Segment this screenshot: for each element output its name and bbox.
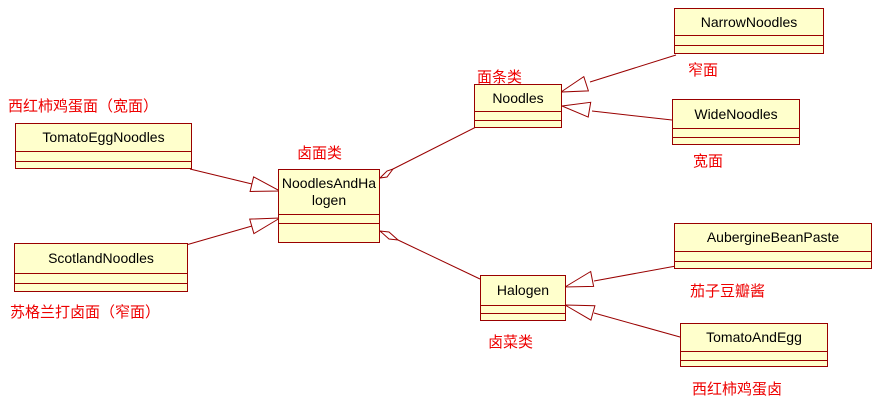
class-operations-compartment [15, 284, 187, 292]
class-tomato-egg-noodles[interactable]: TomatoEggNoodles [15, 123, 192, 169]
arrowhead-aubergine [563, 270, 595, 288]
class-name: TomatoAndEgg [681, 324, 827, 352]
class-name: Halogen [481, 276, 565, 306]
note-aubergine: 茄子豆瓣酱 [690, 282, 766, 300]
class-aubergine-bean-paste[interactable]: AubergineBeanPaste [674, 223, 872, 269]
class-noodles-and-halogen[interactable]: NoodlesAndHalogen [278, 169, 380, 243]
class-operations-compartment [279, 224, 379, 243]
class-name: NarrowNoodles [675, 9, 823, 36]
class-attributes-compartment [675, 252, 871, 262]
edge-aubergine-generalization [593, 265, 677, 282]
class-attributes-compartment [481, 306, 565, 314]
class-operations-compartment [16, 162, 191, 169]
class-operations-compartment [675, 262, 871, 269]
edge-halogen-aggregation [397, 239, 481, 280]
edge-noodles-aggregation [392, 126, 477, 170]
arrowhead-wide-noodles [560, 101, 592, 118]
class-wide-noodles[interactable]: WideNoodles [672, 99, 800, 145]
note-scotland: 苏格兰打卤面（窄面） [10, 303, 161, 321]
note-tomato-egg-noodles: 西红柿鸡蛋面（宽面） [8, 97, 159, 115]
class-scotland-noodles[interactable]: ScotlandNoodles [14, 243, 188, 292]
class-name: TomatoEggNoodles [16, 124, 191, 152]
aggregation-diamond-noodles [378, 168, 395, 179]
aggregation-diamond-halogen [378, 230, 400, 241]
class-tomato-and-egg[interactable]: TomatoAndEgg [680, 323, 828, 367]
note-noodles: 面条类 [477, 68, 523, 86]
arrowhead-tomatoandegg [564, 304, 596, 321]
arrowhead-narrow-noodles [559, 75, 590, 93]
class-attributes-compartment [16, 152, 191, 162]
arrowhead-scotland [249, 217, 281, 235]
note-narrow: 窄面 [688, 61, 719, 79]
edge-tomatoegg-generalization [189, 168, 253, 185]
class-name: AubergineBeanPaste [675, 224, 871, 252]
class-operations-compartment [675, 46, 823, 54]
class-name: ScotlandNoodles [15, 244, 187, 274]
class-name: WideNoodles [673, 100, 799, 129]
class-attributes-compartment [673, 129, 799, 138]
class-operations-compartment [475, 121, 561, 128]
note-tomato-and-egg: 西红柿鸡蛋卤 [692, 380, 783, 398]
class-operations-compartment [481, 314, 565, 321]
class-name: Noodles [475, 85, 561, 112]
class-noodles[interactable]: Noodles [474, 84, 562, 128]
edge-wide-noodles [591, 110, 673, 121]
class-attributes-compartment [675, 36, 823, 46]
edge-scotland-generalization [185, 225, 253, 246]
class-operations-compartment [681, 361, 827, 367]
class-attributes-compartment [475, 112, 561, 121]
class-name: NoodlesAndHalogen [279, 170, 379, 215]
edge-tomatoandegg-generalization [593, 312, 681, 338]
class-narrow-noodles[interactable]: NarrowNoodles [674, 8, 824, 54]
note-wide: 宽面 [693, 152, 724, 170]
class-attributes-compartment [279, 215, 379, 224]
class-attributes-compartment [15, 274, 187, 284]
class-attributes-compartment [681, 352, 827, 361]
arrowhead-tomatoegg [249, 176, 282, 193]
edge-narrow-noodles [589, 54, 677, 83]
class-operations-compartment [673, 138, 799, 145]
note-halogen: 卤菜类 [488, 333, 534, 351]
class-halogen[interactable]: Halogen [480, 275, 566, 321]
note-noodles-and-halogen: 卤面类 [297, 144, 343, 162]
